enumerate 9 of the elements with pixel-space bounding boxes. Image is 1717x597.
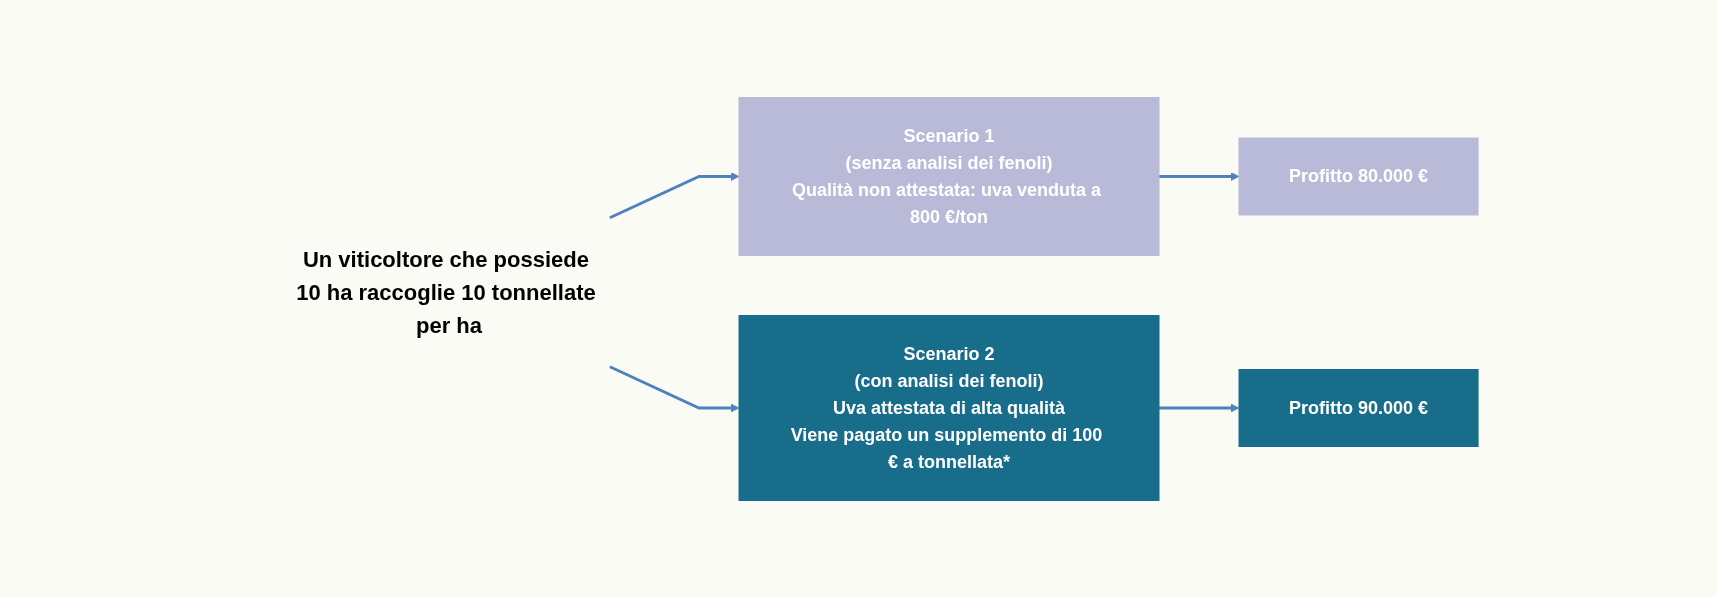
arrow bbox=[1158, 403, 1240, 412]
node-box: Profitto 80.000 € bbox=[1238, 137, 1479, 215]
node-text: Un viticoltore che possiede 10 ha raccoglie 10 tonnellate per ha bbox=[296, 246, 596, 338]
node-box: Profitto 90.000 € bbox=[1238, 368, 1479, 447]
arrow bbox=[1158, 171, 1240, 181]
arrow bbox=[609, 364, 740, 412]
node-box: Scenario 1 (senza analisi dei fenoli) Qualità non attestata: uva venduta a 800 €/ton bbox=[738, 96, 1160, 256]
arrow bbox=[609, 171, 740, 219]
node-box: Scenario 2 (con analisi dei fenoli) Uva attestata di alta qualità Viene pagato un supplemento di 100 € a tonnellata* bbox=[738, 314, 1160, 501]
